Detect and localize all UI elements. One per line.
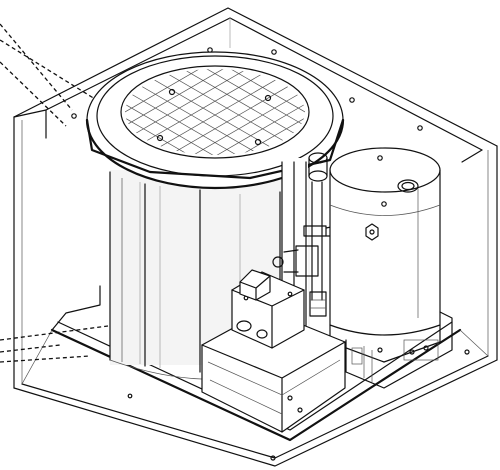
- screw-icon: [264, 94, 272, 102]
- screw-icon: [377, 155, 383, 161]
- screw-icon: [287, 291, 293, 297]
- screw-icon: [464, 349, 470, 355]
- hex-nut-icon: [365, 223, 379, 241]
- lower-left-callouts: [0, 325, 109, 363]
- screw-icon: [254, 138, 262, 146]
- screw-icon: [381, 201, 387, 207]
- screw-icon: [349, 97, 355, 103]
- screw-icon: [271, 49, 277, 55]
- pump-motor: [201, 269, 346, 433]
- screw-icon: [270, 455, 276, 461]
- screw-icon: [287, 395, 293, 401]
- screw-icon: [168, 88, 176, 96]
- pressure-tank: [329, 147, 453, 389]
- screw-icon: [71, 113, 77, 119]
- lid-grating: [125, 69, 305, 155]
- screw-icon: [127, 393, 133, 399]
- upper-left-callouts: [0, 23, 96, 127]
- sump-lid: [85, 51, 345, 190]
- screw-icon: [156, 134, 164, 142]
- screw-icon: [417, 125, 423, 131]
- screw-icon: [297, 407, 303, 413]
